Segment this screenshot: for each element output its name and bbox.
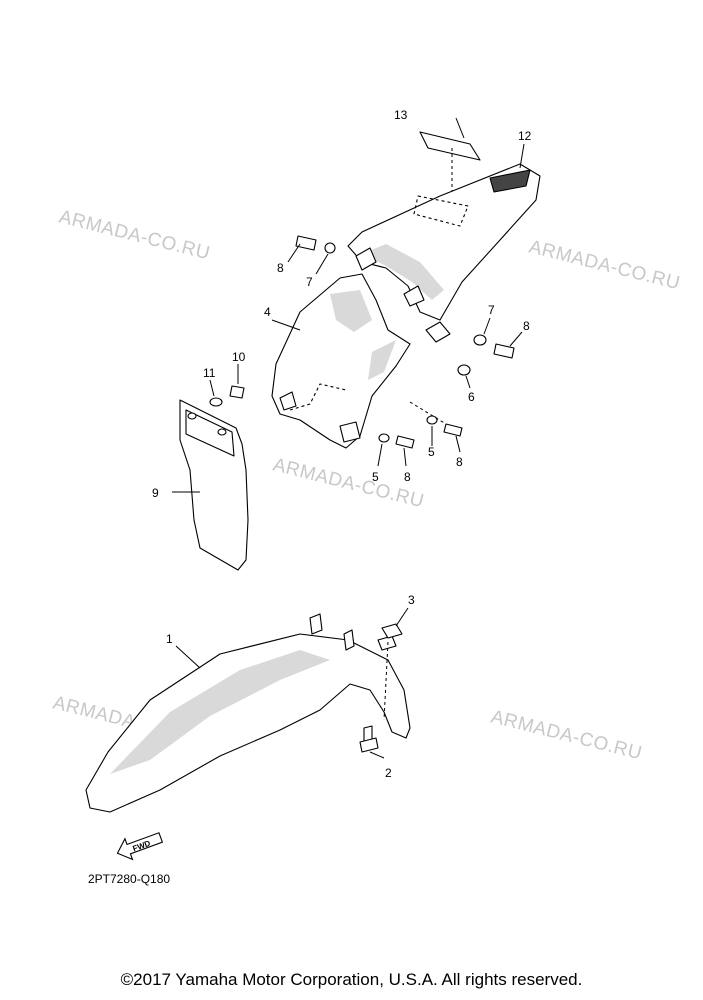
bolt-part-8-upper [295, 235, 317, 251]
bolt-part-8-lower [395, 435, 415, 449]
collar-part-5-right [426, 415, 438, 425]
callout-5-right: 5 [428, 445, 435, 459]
washer-part-11 [209, 397, 223, 407]
fwd-label: FWD [131, 839, 151, 854]
rear-fender-part-12 [347, 163, 541, 343]
callout-9: 9 [152, 486, 159, 500]
callout-1: 1 [166, 632, 173, 646]
callout-12: 12 [518, 129, 532, 143]
watermark-middle: ARMADA-CO.RU [271, 454, 426, 512]
callout-8-upper: 8 [277, 261, 284, 275]
callout-3: 3 [408, 593, 415, 607]
diagram-code: 2PT7280-Q180 [88, 872, 170, 886]
collar-part-7-upper [324, 242, 336, 254]
forward-arrow-icon: FWD [116, 832, 164, 861]
nut-part-3 [381, 623, 403, 639]
rear-flap-part-4 [271, 273, 411, 449]
collar-part-7-right [473, 334, 487, 346]
callout-4: 4 [264, 305, 271, 319]
callout-5-left: 5 [372, 470, 379, 484]
callout-7-right: 7 [488, 303, 495, 317]
callout-6: 6 [468, 390, 475, 404]
watermark-bottom-right: ARMADA-CO.RU [489, 706, 644, 764]
copyright-notice: ©2017 Yamaha Motor Corporation, U.S.A. A… [120, 970, 583, 989]
callout-10: 10 [232, 350, 246, 364]
callout-11: 11 [203, 366, 216, 380]
callout-13: 13 [394, 108, 408, 122]
callout-2: 2 [385, 766, 392, 780]
callout-8-lower-right: 8 [456, 455, 463, 469]
bolt-part-10 [229, 385, 245, 399]
callout-8-lower: 8 [404, 470, 411, 484]
collar-part-5-left [378, 433, 390, 443]
bolt-part-8-lower-right [443, 423, 463, 437]
callout-7-upper: 7 [306, 275, 313, 289]
mud-flap-part-9 [179, 399, 249, 571]
bolt-part-8-right [493, 343, 515, 359]
collar-part-6 [457, 364, 471, 376]
decal-part-13 [419, 131, 481, 161]
watermark-top-right: ARMADA-CO.RU [527, 236, 682, 294]
watermark-top-left: ARMADA-CO.RU [57, 206, 212, 264]
front-fender-part-1 [85, 613, 411, 813]
callout-8-right: 8 [523, 319, 530, 333]
bolt-part-2 [359, 725, 379, 753]
